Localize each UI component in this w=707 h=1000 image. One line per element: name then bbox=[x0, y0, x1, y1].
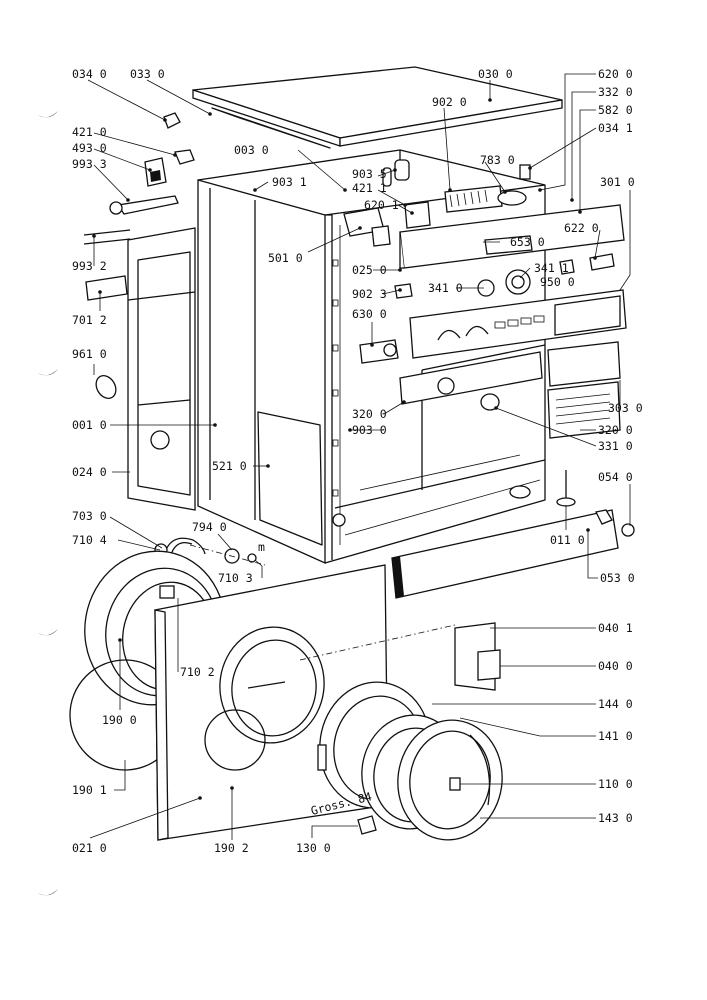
part-label-4930: 493 0 bbox=[72, 141, 107, 155]
part-label-6200: 620 0 bbox=[598, 67, 633, 81]
part-label-0340: 034 0 bbox=[72, 67, 107, 81]
part-label-6201: 620 1 bbox=[364, 198, 399, 212]
part-label-1100: 110 0 bbox=[598, 777, 633, 791]
part-label-1410: 141 0 bbox=[598, 729, 633, 743]
binder-marks bbox=[38, 111, 58, 896]
part-label-9500: 950 0 bbox=[540, 275, 575, 289]
part-label-0210: 021 0 bbox=[72, 841, 107, 855]
part-label-0341: 034 1 bbox=[598, 121, 633, 135]
part-label-3200a: 320 0 bbox=[352, 407, 387, 421]
part-label-3310: 331 0 bbox=[598, 439, 633, 453]
door-hinge-parts bbox=[454, 622, 501, 691]
part-label-0300: 030 0 bbox=[478, 67, 513, 81]
part-label-6300: 630 0 bbox=[352, 307, 387, 321]
part-label-9023: 902 3 bbox=[352, 287, 387, 301]
part-label-9031: 903 1 bbox=[272, 175, 307, 189]
part-label-9932: 993 2 bbox=[72, 259, 107, 273]
leader-lines bbox=[87, 73, 631, 840]
part-label-1902: 190 2 bbox=[214, 841, 249, 855]
part-label-0401: 040 1 bbox=[598, 621, 633, 635]
part-labels: 034 0 033 0 030 0 620 0 332 0 582 0 034 … bbox=[72, 67, 643, 855]
part-label-0400: 040 0 bbox=[598, 659, 633, 673]
part-label-0110: 011 0 bbox=[550, 533, 585, 547]
part-label-0010: 001 0 bbox=[72, 418, 107, 432]
part-label-3200b: 320 0 bbox=[598, 423, 633, 437]
small-parts-top-left bbox=[109, 112, 195, 215]
part-label-1440: 144 0 bbox=[598, 697, 633, 711]
part-label-9035: 903 5 bbox=[352, 167, 387, 181]
part-label-3411: 341 1 bbox=[534, 261, 569, 275]
part-label-6530: 653 0 bbox=[510, 235, 545, 249]
top-cover-part bbox=[192, 66, 563, 149]
part-label-0250: 025 0 bbox=[352, 263, 387, 277]
part-label-7830: 783 0 bbox=[480, 153, 515, 167]
part-label-0540: 054 0 bbox=[598, 470, 633, 484]
part-label-7104: 710 4 bbox=[72, 533, 107, 547]
part-label-7030: 703 0 bbox=[72, 509, 107, 523]
part-label-9020: 902 0 bbox=[432, 95, 467, 109]
part-label-6220: 622 0 bbox=[564, 221, 599, 235]
part-label-3010: 301 0 bbox=[600, 175, 635, 189]
part-label-3030: 303 0 bbox=[608, 401, 643, 415]
control-panel-parts bbox=[343, 164, 627, 439]
part-label-7103: 710 3 bbox=[218, 571, 253, 585]
part-label-3410: 341 0 bbox=[428, 281, 463, 295]
part-label-5010: 501 0 bbox=[268, 251, 303, 265]
part-label-7012: 701 2 bbox=[72, 313, 107, 327]
part-label-7940: 794 0 bbox=[192, 520, 227, 534]
part-label-5210: 521 0 bbox=[212, 459, 247, 473]
part-label-3320: 332 0 bbox=[598, 85, 633, 99]
callout-m: m bbox=[258, 540, 265, 554]
part-label-0030: 003 0 bbox=[234, 143, 269, 157]
cabinet-body bbox=[197, 149, 546, 565]
part-label-0530: 053 0 bbox=[600, 571, 635, 585]
part-label-9030: 903 0 bbox=[352, 423, 387, 437]
part-label-1430: 143 0 bbox=[598, 811, 633, 825]
part-label-9933: 993 3 bbox=[72, 157, 107, 171]
part-label-9610: 961 0 bbox=[72, 347, 107, 361]
part-label-5820: 582 0 bbox=[598, 103, 633, 117]
part-label-4211: 421 1 bbox=[352, 181, 387, 195]
left-side-parts bbox=[83, 227, 196, 511]
door-rings-parts bbox=[317, 681, 503, 841]
part-label-4210: 421 0 bbox=[72, 125, 107, 139]
base-parts bbox=[391, 470, 635, 599]
part-label-0240: 024 0 bbox=[72, 465, 107, 479]
part-label-1900: 190 0 bbox=[102, 713, 137, 727]
part-label-1901: 190 1 bbox=[72, 783, 107, 797]
part-label-7102: 710 2 bbox=[180, 665, 215, 679]
part-label-1300: 130 0 bbox=[296, 841, 331, 855]
part-label-0330: 033 0 bbox=[130, 67, 165, 81]
